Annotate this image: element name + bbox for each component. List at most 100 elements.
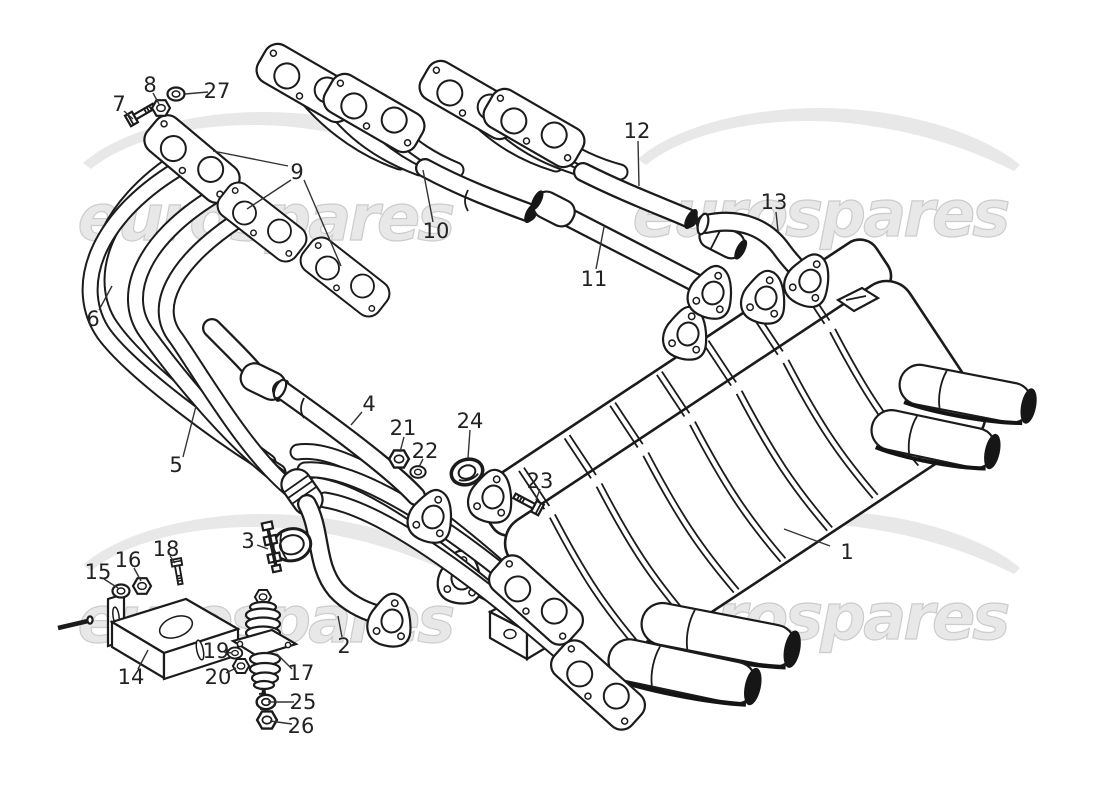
leader-line <box>246 179 292 210</box>
callout-24: 24 <box>457 409 484 459</box>
callout-1: 1 <box>783 528 854 564</box>
callout-9: 9 <box>212 150 342 267</box>
callout-number: 9 <box>290 160 303 184</box>
tailpipe-tip-upper-right-2 <box>870 409 1001 471</box>
washer-22 <box>409 465 427 479</box>
callout-number: 7 <box>112 92 125 116</box>
callout-18: 18 <box>153 537 179 564</box>
callout-number: 15 <box>85 560 112 584</box>
header-top-centre <box>250 37 538 223</box>
leader-line <box>256 544 269 550</box>
leader-line <box>775 211 779 232</box>
leader-line <box>169 555 176 564</box>
nut-8 <box>150 99 172 117</box>
callout-number: 24 <box>457 409 484 433</box>
callout-5: 5 <box>169 405 197 477</box>
nut-26 <box>255 710 279 730</box>
callout-7: 7 <box>112 92 134 120</box>
callout-number: 2 <box>337 634 350 658</box>
callout-number: 22 <box>412 439 439 463</box>
leader-line <box>783 528 831 547</box>
leader-line <box>467 429 471 459</box>
callout-number: 17 <box>288 661 315 685</box>
callout-22: 22 <box>412 439 439 468</box>
leader-line <box>137 649 149 670</box>
nut-20 <box>231 657 251 675</box>
callout-number: 11 <box>581 267 608 291</box>
leader-line <box>152 92 160 105</box>
callout-number: 25 <box>290 690 317 714</box>
leader-line <box>418 458 424 468</box>
leader-line <box>303 179 342 267</box>
callout-number: 6 <box>86 307 99 331</box>
header-left-upper <box>81 108 306 503</box>
callout-23: 23 <box>527 469 553 501</box>
callout-19: 19 <box>203 639 233 663</box>
muffler-top-bracket <box>835 286 881 313</box>
callout-number: 5 <box>169 453 182 477</box>
leader-line <box>225 667 237 674</box>
leader-line <box>350 411 363 426</box>
leader-line <box>182 405 197 458</box>
watermark-swoosh <box>638 107 1020 171</box>
callout-4: 4 <box>350 392 376 426</box>
callout-number: 16 <box>115 548 142 572</box>
callout-12: 12 <box>624 119 651 187</box>
callout-number: 27 <box>204 79 231 103</box>
callout-21: 21 <box>390 416 417 453</box>
leader-line <box>535 488 541 501</box>
callout-8: 8 <box>143 73 160 105</box>
callout-14: 14 <box>118 649 149 689</box>
callout-20: 20 <box>205 665 237 689</box>
header-left-lower <box>280 442 652 737</box>
leader-line <box>223 651 233 654</box>
leader-line <box>123 110 134 120</box>
callout-15: 15 <box>85 560 119 589</box>
hardware <box>111 86 545 730</box>
callout-26: 26 <box>269 714 315 738</box>
callout-number: 4 <box>362 392 375 416</box>
leader-line <box>276 653 293 670</box>
callout-number: 20 <box>205 665 232 689</box>
leader-line <box>212 150 289 167</box>
pin <box>57 615 94 631</box>
watermark: eurospares <box>632 107 1020 253</box>
callout-number: 1 <box>840 540 853 564</box>
callout-16: 16 <box>115 548 142 582</box>
intermediate-pipe-11 <box>530 190 743 326</box>
leader-line <box>399 436 405 453</box>
callout-number: 26 <box>288 714 315 738</box>
nut-16 <box>131 577 153 595</box>
callout-27: 27 <box>184 79 231 103</box>
leader-line <box>133 567 142 582</box>
front-pipe-2 <box>297 494 419 652</box>
callout-2: 2 <box>337 615 351 658</box>
leader-line <box>637 140 640 187</box>
leader-line <box>269 720 293 725</box>
callout-number: 14 <box>118 665 145 689</box>
callout-number: 8 <box>143 73 156 97</box>
callout-number: 3 <box>241 529 254 553</box>
nut-21 <box>387 449 411 469</box>
exhaust-clamp <box>260 520 313 574</box>
callout-13: 13 <box>761 190 788 232</box>
leader-line <box>337 615 343 638</box>
bolt-18 <box>170 557 187 586</box>
support-bracket <box>57 592 241 681</box>
leader-line <box>422 169 434 223</box>
callout-number: 12 <box>624 119 651 143</box>
callout-6: 6 <box>86 285 113 331</box>
callout-number: 21 <box>390 416 417 440</box>
callout-17: 17 <box>276 653 315 685</box>
callout-3: 3 <box>241 529 269 553</box>
ring-seal-24 <box>449 457 485 487</box>
callout-number: 13 <box>761 190 788 214</box>
leader-line <box>184 91 209 95</box>
spring-mount <box>230 588 299 711</box>
front-pipe-4 <box>272 378 463 550</box>
tailpipe-tips <box>607 363 1037 707</box>
tailpipe-tip-upper-right-1 <box>898 363 1037 426</box>
